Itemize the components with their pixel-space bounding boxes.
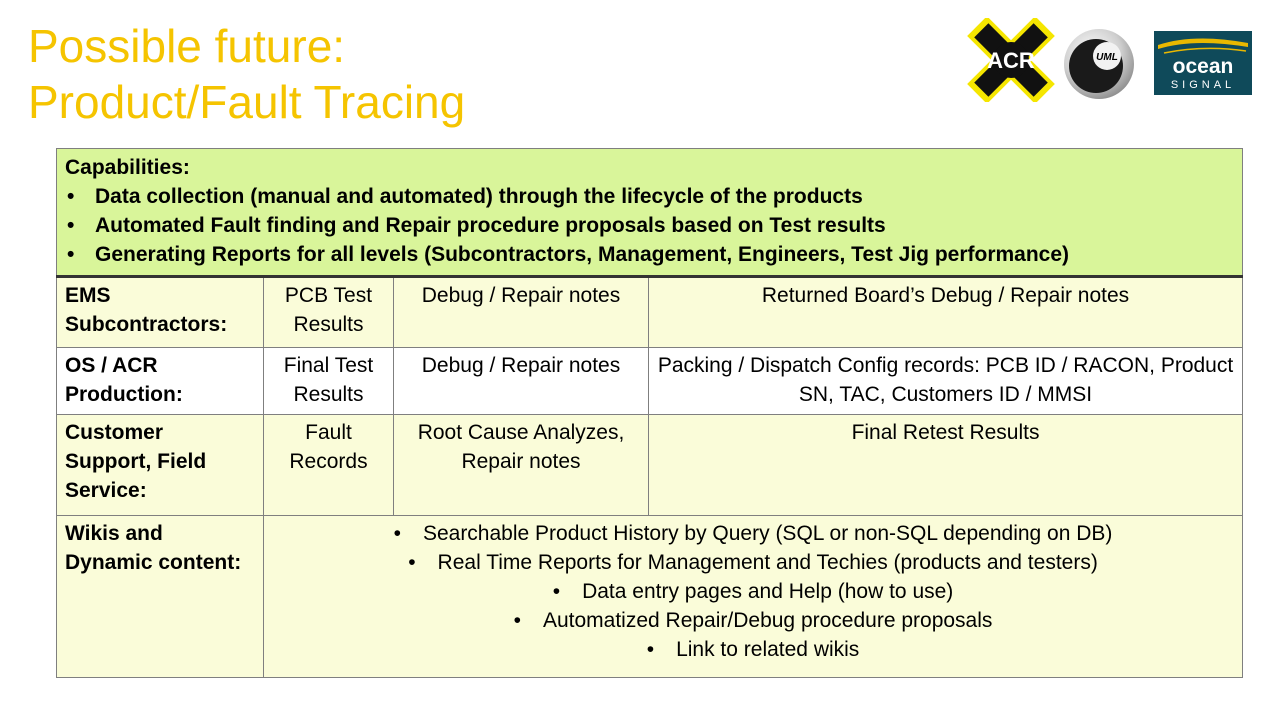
row-header: Customer Support, Field Service:: [56, 414, 264, 516]
ocean-logo-word: ocean: [1173, 55, 1234, 78]
wiki-list: Searchable Product History by Query (SQL…: [272, 519, 1234, 664]
table-cell: Packing / Dispatch Config records: PCB I…: [647, 347, 1244, 415]
table-cell: Debug / Repair notes: [393, 276, 649, 348]
row-header: EMS Subcontractors:: [56, 276, 264, 348]
table-cell: Final Test Results: [263, 347, 394, 415]
capabilities-heading: Capabilities:: [65, 156, 190, 179]
wiki-item: Automatized Repair/Debug procedure propo…: [272, 606, 1234, 635]
wiki-item: Data entry pages and Help (how to use): [272, 577, 1234, 606]
capabilities-cell: Capabilities: Data collection (manual an…: [55, 148, 1244, 278]
uml-logo-text: UML: [1096, 52, 1118, 63]
capability-item: Automated Fault finding and Repair proce…: [65, 211, 1234, 240]
table-row-support: Customer Support, Field Service: Fault R…: [56, 414, 1244, 516]
row-header: OS / ACR Production:: [56, 347, 264, 415]
wiki-item: Searchable Product History by Query (SQL…: [272, 519, 1234, 548]
slide-title-line-1: Possible future:: [28, 20, 346, 72]
table-row-ems: EMS Subcontractors: PCB Test Results Deb…: [56, 276, 1244, 348]
capability-item: Data collection (manual and automated) t…: [65, 182, 1234, 211]
logo-strip: ACR UML ocean SIGNAL: [966, 18, 1256, 102]
capabilities-row: Capabilities: Data collection (manual an…: [55, 148, 1244, 278]
row-header: Wikis and Dynamic content:: [56, 515, 264, 678]
capability-item: Generating Reports for all levels (Subco…: [65, 240, 1234, 269]
table-cell: Returned Board’s Debug / Repair notes: [647, 276, 1244, 348]
acr-logo-text: ACR: [987, 48, 1035, 73]
slide-title-line-2: Product/Fault Tracing: [28, 76, 466, 128]
table-cell: PCB Test Results: [263, 276, 394, 348]
wiki-item: Link to related wikis: [272, 635, 1234, 664]
table-row-wikis: Wikis and Dynamic content: Searchable Pr…: [56, 515, 1244, 678]
table-row-production: OS / ACR Production: Final Test Results …: [56, 347, 1244, 415]
table-cell: Final Retest Results: [647, 414, 1244, 516]
ocean-logo-subword: SIGNAL: [1171, 79, 1235, 91]
table-cell: Fault Records: [263, 414, 394, 516]
wiki-cell: Searchable Product History by Query (SQL…: [262, 515, 1244, 678]
ocean-signal-logo: ocean SIGNAL: [1154, 31, 1252, 95]
table-cell: Root Cause Analyzes, Repair notes: [393, 414, 649, 516]
slide-title: Possible future: Product/Fault Tracing: [28, 18, 465, 130]
wiki-item: Real Time Reports for Management and Tec…: [272, 548, 1234, 577]
capabilities-list: Data collection (manual and automated) t…: [65, 182, 1234, 269]
uml-logo: UML: [1064, 29, 1134, 99]
tracing-table: Capabilities: Data collection (manual an…: [55, 148, 1244, 678]
acr-logo: ACR: [967, 18, 1055, 102]
table-cell: Debug / Repair notes: [393, 347, 649, 415]
